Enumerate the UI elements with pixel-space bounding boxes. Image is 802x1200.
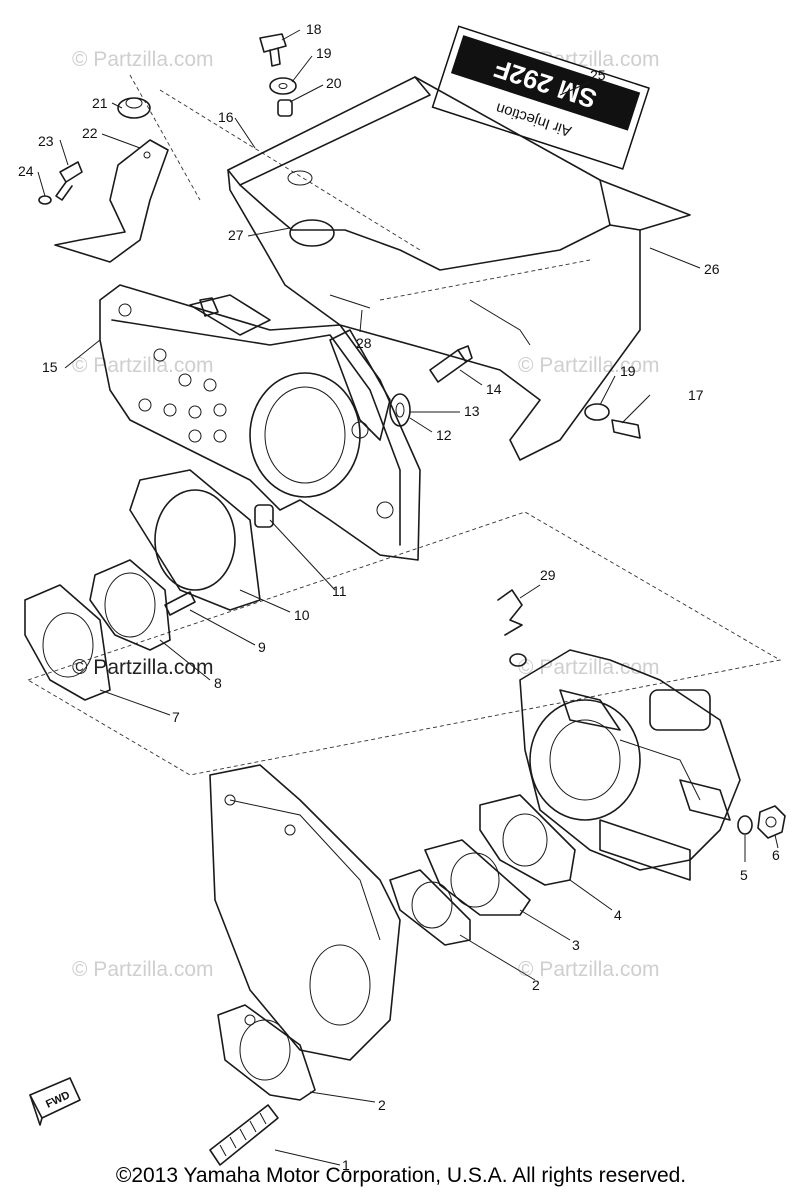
callout-number: 27 xyxy=(228,227,244,243)
gasket-stack xyxy=(24,469,274,701)
watermark: © Partzilla.com xyxy=(72,48,214,71)
callout-number: 15 xyxy=(42,359,58,375)
callout-number: 19 xyxy=(316,45,332,61)
assembly-outline xyxy=(26,511,782,776)
callout-number: 25 xyxy=(590,67,606,83)
intake-plate xyxy=(99,284,421,561)
nut-washer xyxy=(737,805,786,839)
callout-number: 3 xyxy=(572,937,580,953)
callout-number: 8 xyxy=(214,675,222,691)
watermark: © Partzilla.com xyxy=(72,656,214,679)
callout-number: 2 xyxy=(532,977,540,993)
callout-number: 2 xyxy=(378,1097,386,1113)
callout-number: 17 xyxy=(688,387,704,403)
callout-number: 12 xyxy=(436,427,452,443)
watermark: © Partzilla.com xyxy=(518,354,660,377)
callout-number: 10 xyxy=(294,607,310,623)
callout-number: 9 xyxy=(258,639,266,655)
callout-number: 1 xyxy=(342,1157,350,1173)
callout-number: 16 xyxy=(218,109,234,125)
callout-number: 29 xyxy=(540,567,556,583)
top-cover xyxy=(227,76,691,461)
callout-number: 7 xyxy=(172,709,180,725)
callout-number: 24 xyxy=(18,163,34,179)
fwd-arrow-label: FWD xyxy=(44,1089,72,1110)
wire-clip xyxy=(497,589,523,636)
callout-number: 14 xyxy=(486,381,502,397)
callout-number: 13 xyxy=(464,403,480,419)
callout-number: 19 xyxy=(620,363,636,379)
callout-number: 18 xyxy=(306,21,322,37)
callout-number: 23 xyxy=(38,133,54,149)
watermark: © Partzilla.com xyxy=(518,656,660,679)
callout-number: 4 xyxy=(614,907,622,923)
callout-number: 28 xyxy=(356,335,372,351)
lower-manifold xyxy=(209,764,401,1061)
stud-bolt xyxy=(209,1104,279,1166)
callout-number: 26 xyxy=(704,261,720,277)
callout-numbers: 18 19 20 21 22 23 24 16 25 27 26 15 28 1… xyxy=(18,21,780,1173)
watermark: © Partzilla.com xyxy=(518,958,660,981)
assembly-guide-lines xyxy=(129,74,591,301)
fwd-arrow: FWD xyxy=(29,1077,81,1126)
callout-number: 6 xyxy=(772,847,780,863)
callout-number: 5 xyxy=(740,867,748,883)
callout-number: 11 xyxy=(332,583,347,599)
leader-lines xyxy=(37,29,779,1166)
callout-number: 22 xyxy=(82,125,98,141)
copyright-notice: ©2013 Yamaha Motor Corporation, U.S.A. A… xyxy=(115,1164,687,1187)
lower-gasket xyxy=(217,1004,316,1101)
callout-number: 20 xyxy=(326,75,342,91)
mount-bracket xyxy=(329,329,641,441)
carburetor xyxy=(509,649,741,881)
watermark: © Partzilla.com xyxy=(72,958,214,981)
watermark: © Partzilla.com xyxy=(72,354,214,377)
watermarks: © Partzilla.com © Partzilla.com © Partzi… xyxy=(72,48,660,981)
callout-number: 21 xyxy=(92,95,108,111)
top-hardware xyxy=(38,33,297,263)
carb-gaskets xyxy=(389,794,576,946)
